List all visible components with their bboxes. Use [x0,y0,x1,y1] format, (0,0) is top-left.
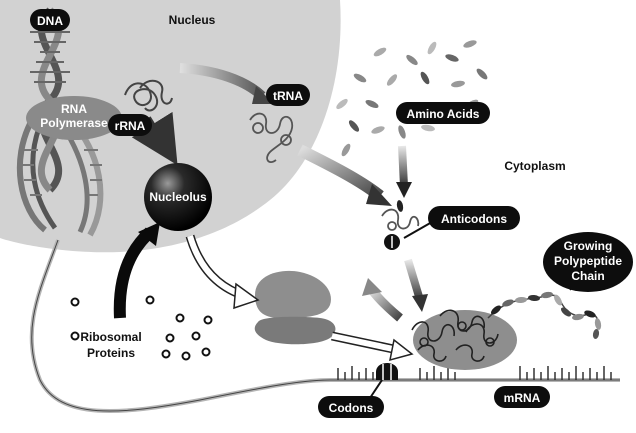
label-ribosomal-line2: Proteins [87,346,135,360]
trna-icon [249,112,294,164]
label-trna-text: tRNA [273,89,303,103]
label-nucleolus: Nucleolus [149,190,207,204]
label-ribosomal-line1: Ribosomal [80,330,141,344]
anticodons-pointer [403,221,433,239]
label-codons: Codons [318,396,384,418]
arrow-proteins-to-nucleolus [113,222,160,319]
mrna-codon-ticks [337,366,612,380]
label-ribosomal-proteins: Ribosomal Proteins [80,330,141,360]
codon-marker-icon [376,363,398,380]
translating-ribosome-icon [411,309,517,370]
arrow-ribosome-recycle [362,278,403,322]
polypeptide-chain-icon [487,291,602,339]
arrow-amino-to-anticodon [398,145,408,187]
label-amino-acids-text: Amino Acids [407,107,480,121]
label-dna-text: DNA [37,14,63,28]
label-amino-acids: Amino Acids [396,102,490,124]
label-growing-polypeptide-chain: Growing Polypeptide Chain [543,232,633,292]
label-cytoplasm: Cytoplasm [504,159,565,173]
label-mrna-text: mRNA [504,391,541,405]
arrow-ribosome-to-translation [331,331,414,362]
ribosomal-protein-icon [70,295,213,361]
nucleolus-icon [144,163,212,231]
label-growing-line1: Growing [564,239,613,253]
label-rna-polymerase-line2: Polymerase [40,116,108,130]
label-nucleus: Nucleus [169,13,216,27]
arrow-nucleolus-to-ribosome [185,234,260,310]
label-trna: tRNA [266,84,310,106]
label-rna-polymerase: RNA Polymerase [26,96,122,140]
rrna-icon [124,79,173,112]
ribosomal-protein-icon [70,331,80,341]
amino-acid-icon [336,40,488,157]
label-anticodons: Anticodons [428,206,520,230]
label-anticodons-text: Anticodons [441,212,507,226]
arrow-trna-to-ribosome [404,258,424,302]
label-dna: DNA [30,9,70,31]
label-rna-polymerase-line1: RNA [61,102,87,116]
label-growing-line2: Polypeptide [554,254,622,268]
label-mrna: mRNA [494,386,550,408]
label-rrna: rRNA [108,114,152,136]
label-codons-text: Codons [329,401,374,415]
ribosome-icon [254,270,336,345]
label-rrna-text: rRNA [115,119,146,133]
label-growing-line3: Chain [571,269,604,283]
codons-pointer [369,379,383,399]
arrow-trna-to-anticodon [297,144,384,201]
charged-trna-icon [381,200,420,250]
